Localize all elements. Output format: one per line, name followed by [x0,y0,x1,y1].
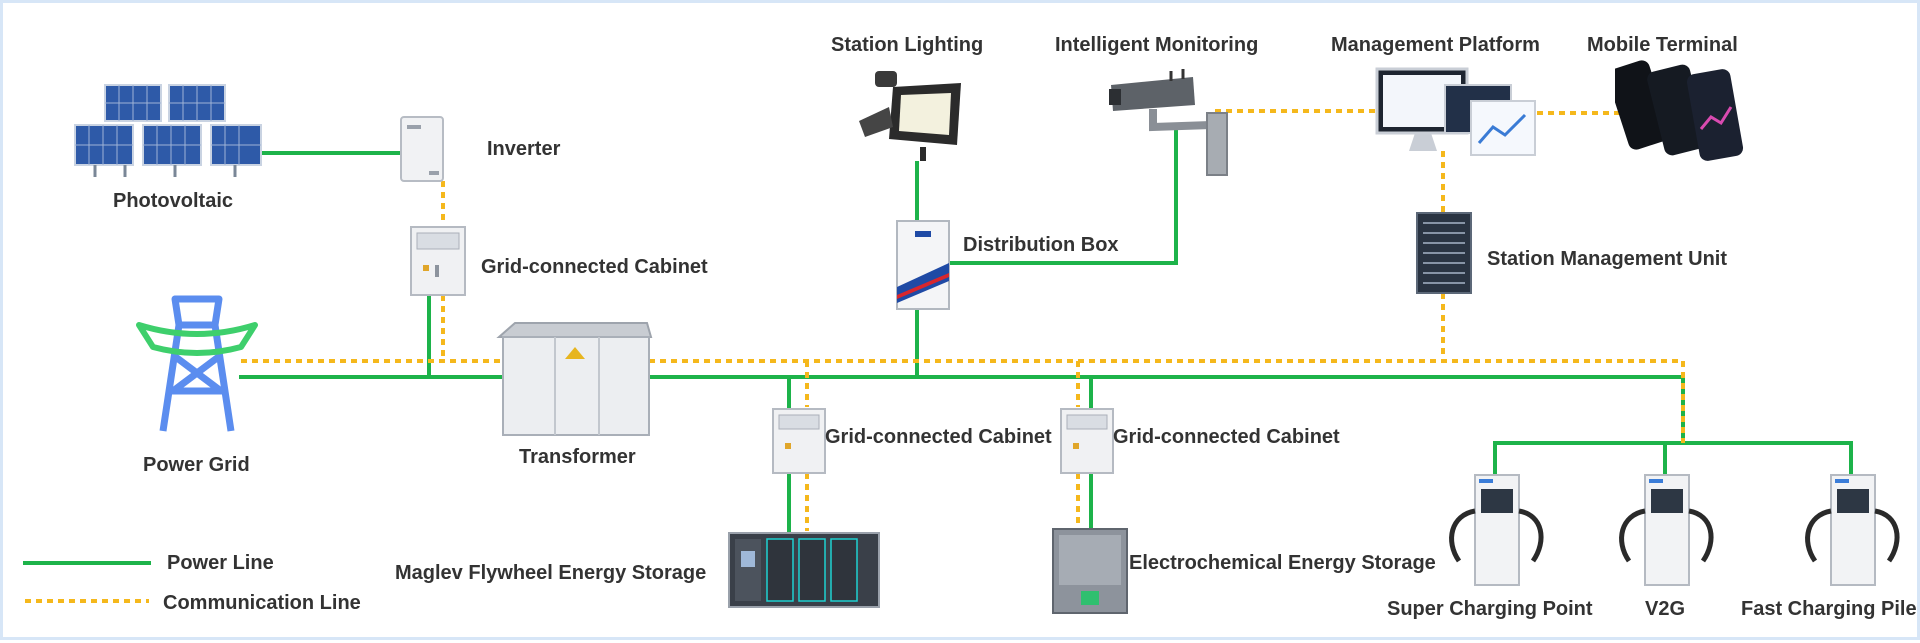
charger-icon [1449,474,1544,586]
monitor-icon [1375,67,1536,156]
inverter-label: Inverter [487,138,561,160]
flywheel-storage-icon [728,532,880,608]
grid-cabinet-top-label: Grid-connected Cabinet [481,256,708,278]
super-charging-point-label: Super Charging Point [1387,598,1593,620]
communication-lines [25,109,1685,603]
station-management-unit-label: Station Management Unit [1487,248,1728,270]
mobile-terminal-label: Mobile Terminal [1587,34,1738,56]
legend-power-line-label: Power Line [167,552,274,574]
grid-cabinet-right-label: Grid-connected Cabinet [1113,426,1340,448]
camera-icon [1109,69,1228,176]
inverter-icon [400,116,444,182]
legend-communication-line-label: Communication Line [163,592,361,614]
distribution-box-label: Distribution Box [963,234,1119,256]
floodlight-icon [859,71,961,161]
photovoltaic-label: Photovoltaic [113,190,234,212]
grid-cabinet-mid-label: Grid-connected Cabinet [825,426,1052,448]
server-rack-icon [1416,212,1472,294]
transformer-icon [496,322,653,436]
cabinet-icon [410,226,466,296]
station-lighting-label: Station Lighting [831,34,984,56]
cabinet-icon [1060,408,1114,474]
power-line-charger-bus [1493,441,1853,479]
v2g-label: V2G [1645,598,1686,620]
fast-charging-pile-label: Fast Charging Pile [1741,598,1917,620]
management-platform-label: Management Platform [1331,34,1540,56]
maglev-storage-label: Maglev Flywheel Energy Storage [395,562,707,584]
power-grid-label: Power Grid [143,454,250,476]
cabinet-icon [772,408,826,474]
power-lines [23,127,1853,565]
distribution-box-icon [896,220,950,310]
tower-icon [136,295,258,432]
charger-icon [1619,474,1714,586]
power-line-box-camera [947,127,1178,265]
battery-storage-icon [1052,528,1128,614]
transformer-label: Transformer [519,446,636,468]
comm-line-main-bus [649,359,1685,443]
intelligent-monitoring-label: Intelligent Monitoring [1055,34,1259,56]
connection-lines [23,109,1853,603]
electrochemical-storage-label: Electrochemical Energy Storage [1129,552,1436,574]
phone-icon [1615,60,1744,161]
charger-icon [1805,474,1900,586]
solar-panel-icon [74,84,262,177]
